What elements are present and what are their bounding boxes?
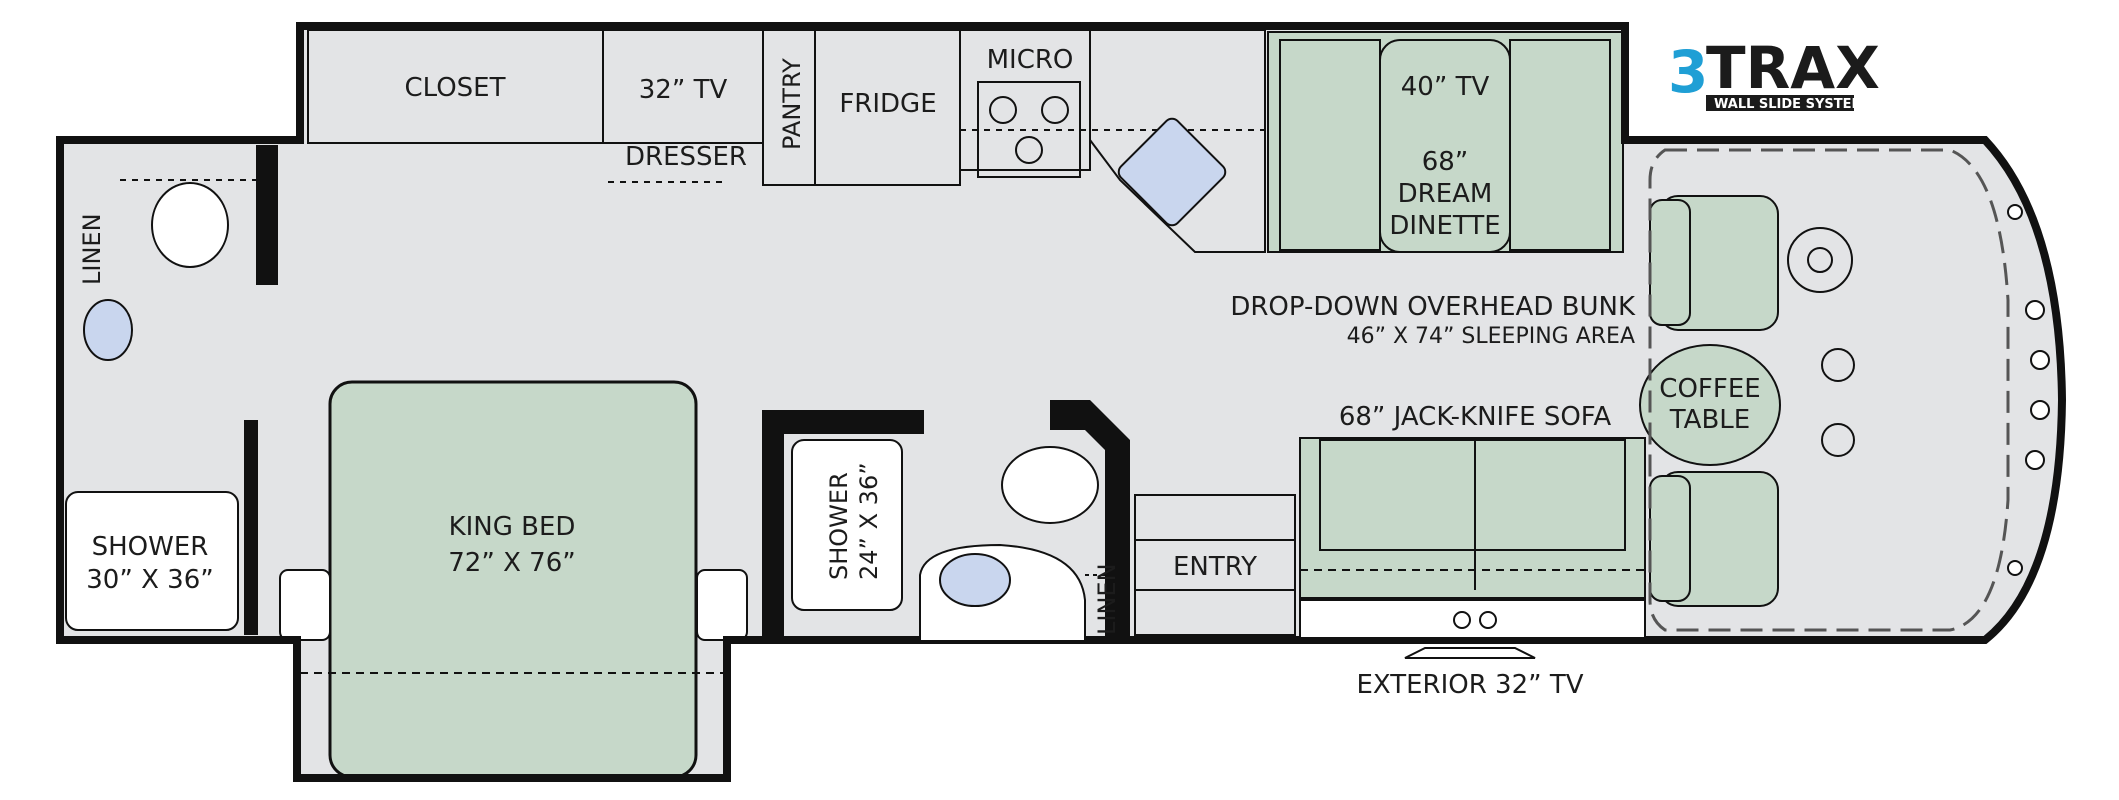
- exterior-tv: [1299, 599, 1646, 659]
- entry-step: [1134, 494, 1296, 636]
- dinette-label-3: DINETTE: [1389, 211, 1500, 241]
- trax-logo: 3 TRAX WALL SLIDE SYSTEM: [1668, 34, 1880, 112]
- entry-label: ENTRY: [1173, 552, 1257, 582]
- king-bed-label-1: KING BED: [449, 512, 576, 542]
- kitchen-sink: [1117, 117, 1227, 227]
- exterior-walls: [56, 22, 2067, 782]
- room-labels: CLOSET 32” TV DRESSER PANTRY FRIDGE MICR…: [78, 45, 1761, 700]
- bedroom-tv-label: 32” TV: [639, 75, 728, 105]
- dinette-label-2: DREAM: [1398, 179, 1493, 209]
- dresser-label: DRESSER: [625, 142, 747, 172]
- logo-tagline: WALL SLIDE SYSTEM: [1714, 97, 1864, 112]
- mid-linen-label: LINEN: [1093, 563, 1121, 635]
- interior-walls: [244, 145, 1130, 640]
- coffee-table-label-1: COFFEE: [1659, 374, 1760, 404]
- rear-bath: [65, 179, 256, 631]
- steering-wheel: [1787, 227, 1855, 457]
- logo-number: 3: [1668, 38, 1708, 106]
- king-bed: [279, 380, 748, 779]
- king-bed-label-2: 72” X 76”: [448, 548, 575, 578]
- dinette-label-1: 68”: [1422, 147, 1469, 177]
- coffee-table-label-2: TABLE: [1669, 405, 1750, 435]
- windshield-markers: [2007, 204, 2050, 576]
- pantry-label: PANTRY: [778, 58, 806, 150]
- cabinetry: [307, 29, 1266, 253]
- bunk-label-2: 46” X 74” SLEEPING AREA: [1347, 324, 1635, 349]
- dinette-slide: [1267, 31, 1624, 253]
- sofa-label: 68” JACK-KNIFE SOFA: [1339, 402, 1612, 432]
- cab-seats: [1639, 195, 1781, 607]
- exterior-tv-label: EXTERIOR 32” TV: [1356, 670, 1583, 700]
- rear-shower-label-1: SHOWER: [92, 532, 209, 562]
- rear-shower-label-2: 30” X 36”: [86, 565, 213, 595]
- bunk-label-1: DROP-DOWN OVERHEAD BUNK: [1230, 292, 1636, 322]
- jack-knife-sofa: [1299, 437, 1646, 599]
- closet-label: CLOSET: [405, 73, 506, 103]
- mid-shower-label-1: SHOWER: [825, 472, 853, 580]
- logo-word: TRAX: [1706, 34, 1880, 102]
- mid-bath: [791, 439, 1130, 640]
- cab-outline: [1648, 148, 2010, 632]
- mid-shower-label-2: 24” X 36”: [855, 462, 883, 580]
- micro-label: MICRO: [987, 45, 1074, 75]
- rear-linen-label: LINEN: [78, 213, 106, 285]
- fridge-label: FRIDGE: [839, 89, 936, 119]
- dinette-tv-label: 40” TV: [1401, 72, 1490, 102]
